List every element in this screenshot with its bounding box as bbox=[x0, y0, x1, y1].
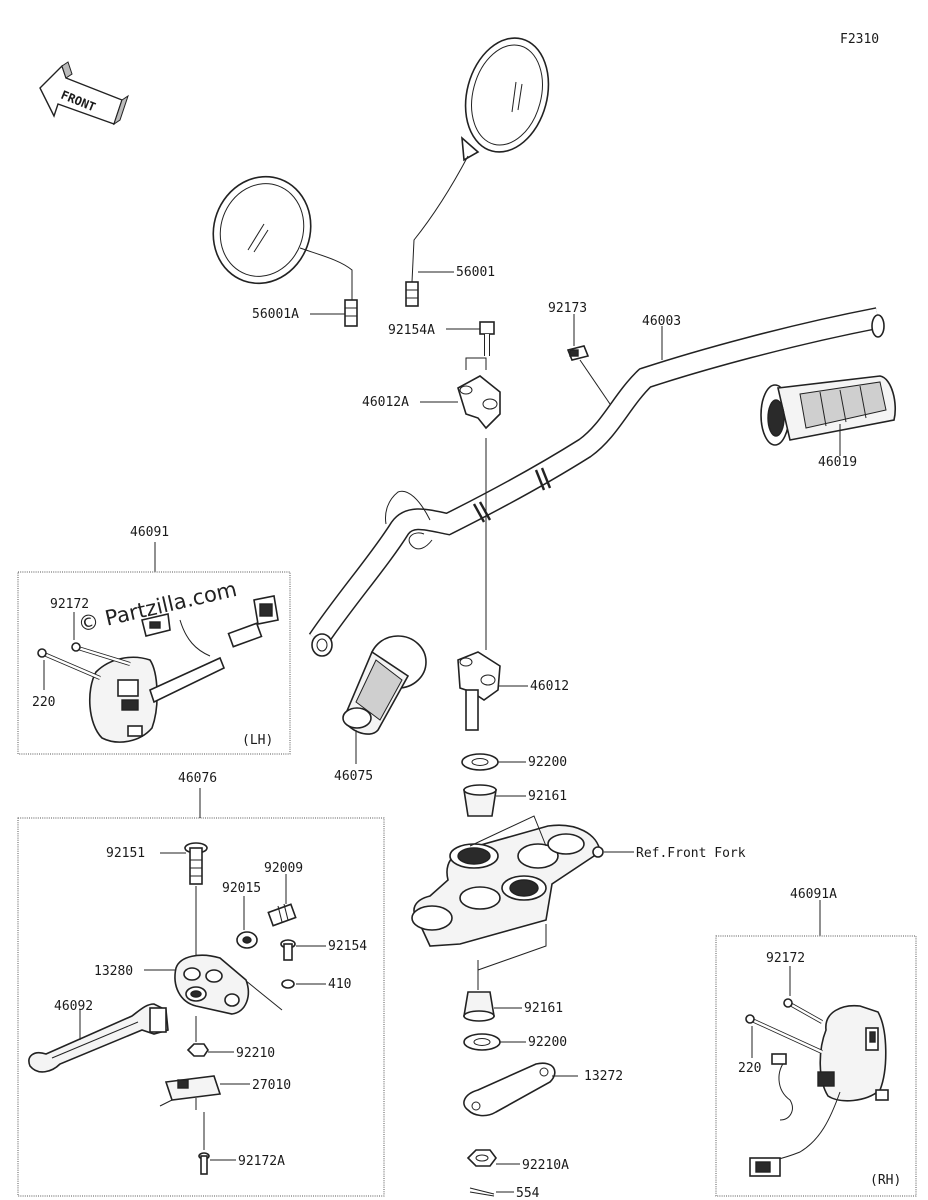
box-clutch-lever bbox=[17, 817, 385, 1197]
label-46076: 46076 bbox=[178, 771, 217, 786]
rubber-92161-bottom bbox=[463, 991, 495, 1022]
label-46091: 46091 bbox=[130, 525, 169, 540]
screw-92172-lh bbox=[71, 642, 131, 666]
upper-triple-clamp bbox=[411, 824, 604, 947]
label-13280: 13280 bbox=[94, 964, 133, 979]
label-ref-front-fork: Ref.Front Fork bbox=[636, 846, 746, 861]
label-13272: 13272 bbox=[584, 1069, 623, 1084]
washer-92200-bottom bbox=[463, 1033, 501, 1051]
label-56001: 56001 bbox=[456, 265, 495, 280]
washer-92200-top bbox=[461, 753, 499, 771]
label-92009: 92009 bbox=[264, 861, 303, 876]
nut-92210 bbox=[186, 1043, 209, 1057]
nut-92210A bbox=[466, 1149, 497, 1167]
label-220-rh: 220 bbox=[738, 1061, 761, 1076]
box-lh-switch bbox=[17, 571, 291, 755]
screw-92172-rh bbox=[783, 998, 823, 1024]
box-rh-switch bbox=[715, 935, 917, 1197]
label-92210: 92210 bbox=[236, 1046, 275, 1061]
label-46092: 46092 bbox=[54, 999, 93, 1014]
label-27010: 27010 bbox=[252, 1078, 291, 1093]
switch-27010 bbox=[159, 1075, 222, 1110]
label-92151: 92151 bbox=[106, 846, 145, 861]
switch-housing-lh-46091 bbox=[88, 595, 279, 743]
label-92200-top: 92200 bbox=[528, 755, 567, 770]
label-92161-top: 92161 bbox=[528, 789, 567, 804]
clutch-lever-46092 bbox=[28, 1003, 169, 1073]
mirror-left-56001A bbox=[212, 175, 358, 327]
screw-220-rh bbox=[745, 1014, 823, 1054]
label-92015: 92015 bbox=[222, 881, 261, 896]
collar-92015 bbox=[236, 931, 258, 949]
label-410: 410 bbox=[328, 977, 351, 992]
rubber-92161-top bbox=[463, 784, 497, 817]
label-554: 554 bbox=[516, 1186, 540, 1200]
wire-clamp-92173 bbox=[566, 345, 590, 361]
label-92172A: 92172A bbox=[238, 1154, 285, 1169]
holder-upper-46012A bbox=[457, 375, 501, 430]
grip-right-46019 bbox=[760, 375, 896, 446]
label-46075: 46075 bbox=[334, 769, 373, 784]
label-92154: 92154 bbox=[328, 939, 367, 954]
adjuster-92009 bbox=[267, 903, 297, 927]
label-46003: 46003 bbox=[642, 314, 681, 329]
washer-410 bbox=[281, 979, 295, 989]
bolt-92154A bbox=[479, 321, 495, 356]
screw-92172A bbox=[198, 1152, 210, 1175]
bolt-92151 bbox=[184, 842, 208, 885]
label-92154A: 92154A bbox=[388, 323, 435, 338]
label-92172-rh: 92172 bbox=[766, 951, 805, 966]
plate-13272 bbox=[463, 1062, 556, 1117]
label-92173: 92173 bbox=[548, 301, 587, 316]
label-46019: 46019 bbox=[818, 455, 857, 470]
mirror-right-56001 bbox=[405, 37, 550, 307]
label-56001A: 56001A bbox=[252, 307, 299, 322]
front-arrow-icon: FRONT bbox=[39, 61, 129, 126]
figure-code: F2310 bbox=[840, 32, 879, 47]
label-46012A: 46012A bbox=[362, 395, 409, 410]
label-46091A: 46091A bbox=[790, 887, 837, 902]
label-220-lh: 220 bbox=[32, 695, 55, 710]
label-92200-bottom: 92200 bbox=[528, 1035, 567, 1050]
handlebar-46003 bbox=[308, 307, 885, 657]
grip-left-46075 bbox=[342, 635, 427, 735]
screw-92154 bbox=[280, 939, 296, 961]
label-92172-lh: 92172 bbox=[50, 597, 89, 612]
cotter-pin-554 bbox=[469, 1187, 495, 1197]
switch-housing-rh-46091A bbox=[749, 1004, 889, 1177]
screw-220-lh bbox=[37, 648, 101, 680]
tag-lh: (LH) bbox=[242, 733, 273, 748]
label-92161-bottom: 92161 bbox=[524, 1001, 563, 1016]
lever-holder-13280 bbox=[174, 954, 250, 1015]
holder-lower-46012 bbox=[457, 651, 501, 731]
tag-rh: (RH) bbox=[870, 1173, 901, 1188]
label-46012: 46012 bbox=[530, 679, 569, 694]
label-92210A: 92210A bbox=[522, 1158, 569, 1173]
